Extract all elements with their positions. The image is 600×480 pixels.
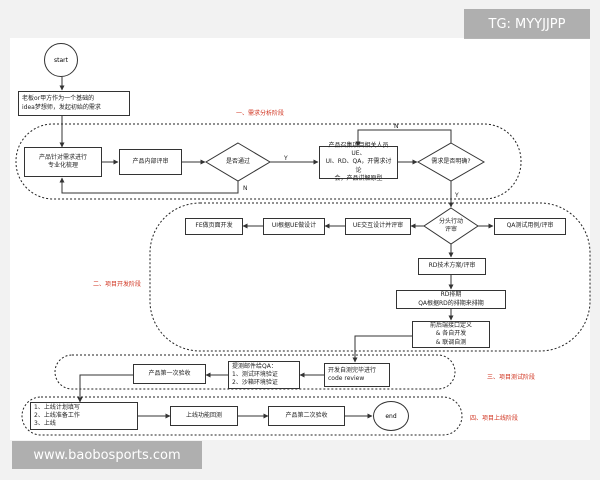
- edge-label-yes-1: Y: [283, 155, 288, 162]
- bottom-watermark: www.baobosports.com: [12, 441, 202, 469]
- end-node: end: [373, 401, 409, 431]
- phase3-label: 三、项目测试阶段: [487, 374, 536, 381]
- top-watermark: TG: MYYJJPP: [464, 9, 590, 39]
- split-review-diamond: 分头行动 评审: [438, 218, 463, 233]
- phase3-region: [54, 354, 456, 390]
- edge-febe-selftest: [352, 335, 412, 363]
- product-spec-box: 产品针对需求进行 专业化梳理: [24, 147, 102, 177]
- dev-selftest-box: 开发自测完毕进行 code review: [324, 363, 390, 387]
- ui-design-box: UI根据UE做设计: [263, 218, 325, 235]
- phase2-label: 二、项目开发阶段: [93, 281, 142, 288]
- rd-schedule-box: RD排期 QA根据RD的排期来排期: [396, 290, 506, 309]
- fe-page-box: FE做页面开发: [185, 218, 243, 235]
- edge-label-no-2: N: [394, 123, 399, 130]
- edge-accept1-launch: [77, 374, 133, 403]
- req-clear-diamond: 需求是否明确?: [431, 158, 471, 166]
- phase1-region: [15, 123, 522, 200]
- phase4-label: 四、项目上线阶段: [470, 415, 519, 422]
- fe-be-dev-box: 前后端接口定义 & 各自开发 & 联调自测: [412, 321, 490, 348]
- phase4-region: [21, 396, 463, 436]
- launch-prep-box: 1、上线计划填写 2、上线准备工作 3、上线: [30, 402, 138, 430]
- edge-passed-no: [59, 177, 239, 194]
- phase2-region: [149, 202, 591, 352]
- ue-design-box: UE交互设计并评审: [345, 218, 411, 235]
- product-meeting-box: 产品召集项目相关人员UE、 UI、RD、QA，开需求讨论 会，产品讲解原型: [319, 142, 398, 182]
- submit-qa-box: 提测邮件给QA： 1、测试环境验证 2、沙箱环境验证: [228, 361, 300, 389]
- phase1-label: 一、需求分析阶段: [236, 110, 285, 117]
- edge-label-yes-2: Y: [454, 192, 459, 199]
- qa-case-box: QA测试用例/评审: [494, 218, 566, 235]
- edge-label-no-1: N: [243, 185, 248, 192]
- passed-diamond: 是否通过: [225, 158, 250, 166]
- edge-reqclear-no: [355, 129, 452, 147]
- boss-idea-box: 老板or甲方作为一个基础的 idea梦想师，发起初始的需求: [18, 91, 130, 116]
- online-regression-box: 上线功能回测: [170, 406, 238, 426]
- product-accept2-box: 产品第二次验收: [268, 406, 345, 426]
- product-accept1-box: 产品第一次验收: [133, 364, 206, 384]
- rd-tech-box: RD技术方案/评审: [418, 258, 486, 275]
- product-review-box: 产品内部评审: [119, 149, 182, 175]
- start-node: start: [44, 43, 78, 77]
